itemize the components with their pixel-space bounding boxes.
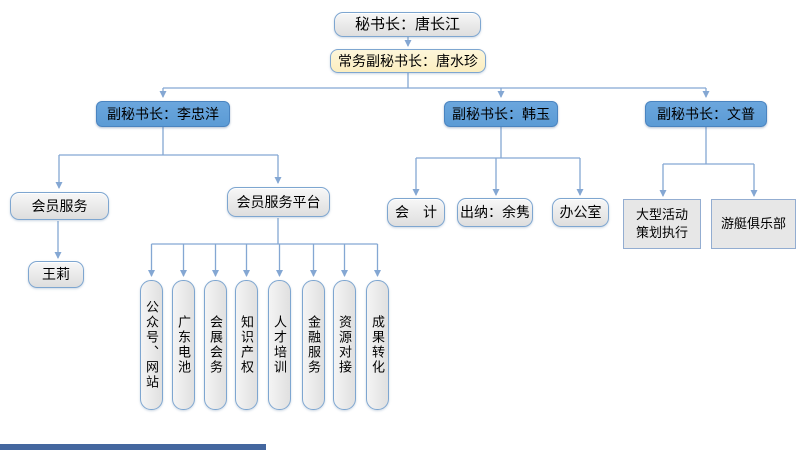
node-executive-deputy-secretary: 常务副秘书长：唐水珍 xyxy=(330,49,486,73)
node-platform-item-guangdong-battery: 广东电池 xyxy=(172,280,195,410)
node-accountant: 会 计 xyxy=(387,198,445,227)
node-member-service: 会员服务 xyxy=(10,192,109,220)
node-member-service-platform: 会员服务平台 xyxy=(227,187,330,217)
node-platform-item-achievement-transformation: 成果转化 xyxy=(366,280,389,410)
node-secretary-general: 秘书长：唐长江 xyxy=(334,12,481,37)
node-deputy-wen-pu: 副秘书长：文普 xyxy=(645,101,767,127)
node-yacht-club: 游艇俱乐部 xyxy=(711,199,796,249)
node-platform-item-financial-service: 金融服务 xyxy=(302,280,325,410)
node-large-event-planning: 大型活动策划执行 xyxy=(623,199,701,249)
node-platform-item-intellectual-property: 知识产权 xyxy=(235,280,258,410)
node-platform-item-talent-training: 人才培训 xyxy=(268,280,291,410)
node-platform-item-resource-matching: 资源对接 xyxy=(333,280,356,410)
node-platform-item-official-account-website: 公众号、网站 xyxy=(140,280,163,410)
node-cashier-yu-juan: 出纳：余隽 xyxy=(457,198,533,227)
node-deputy-han-yu: 副秘书长：韩玉 xyxy=(444,101,558,127)
node-office: 办公室 xyxy=(552,198,609,227)
node-platform-item-exhibition-affairs: 会展会务 xyxy=(204,280,227,410)
node-deputy-li-zhongyang: 副秘书长：李忠洋 xyxy=(96,101,230,127)
node-wang-li: 王莉 xyxy=(28,261,84,288)
footer-accent-bar xyxy=(0,444,266,450)
